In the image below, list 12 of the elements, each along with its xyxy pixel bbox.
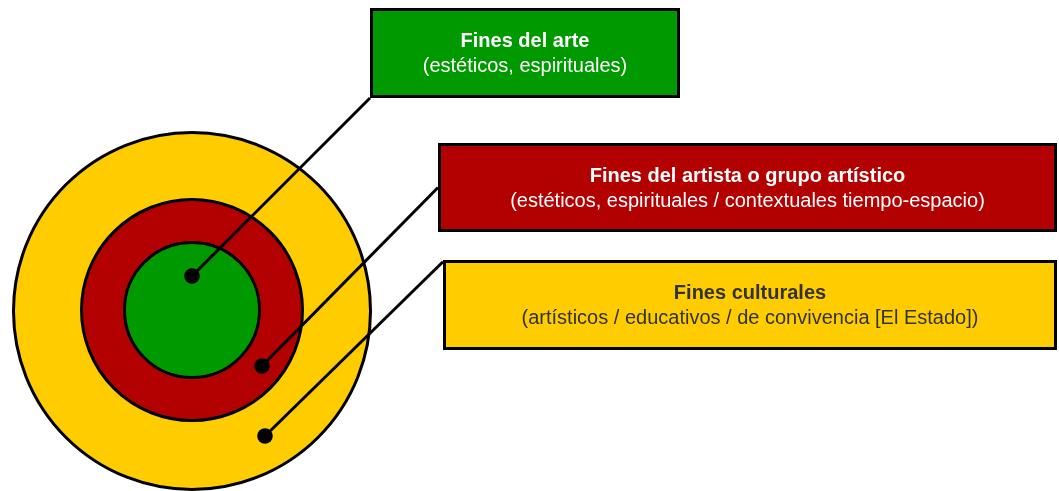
box-text: (estéticos, espirituales / contextuales tiempo-espacio) — [510, 187, 985, 213]
box-text: (artísticos / educativos / de convivencia [El Estado]) — [521, 305, 979, 330]
label-box — [370, 8, 680, 98]
leader-line — [257, 260, 445, 444]
label-box — [443, 260, 1057, 350]
label-box — [438, 143, 1057, 232]
box-title: Fines culturales — [673, 280, 827, 305]
leader-line — [184, 96, 372, 284]
box-title: Fines del artista o grupo artístico — [589, 162, 906, 188]
box-text: (estéticos, espirituales) — [422, 53, 628, 78]
box-title: Fines del arte — [460, 28, 590, 53]
leader-line — [254, 186, 440, 374]
